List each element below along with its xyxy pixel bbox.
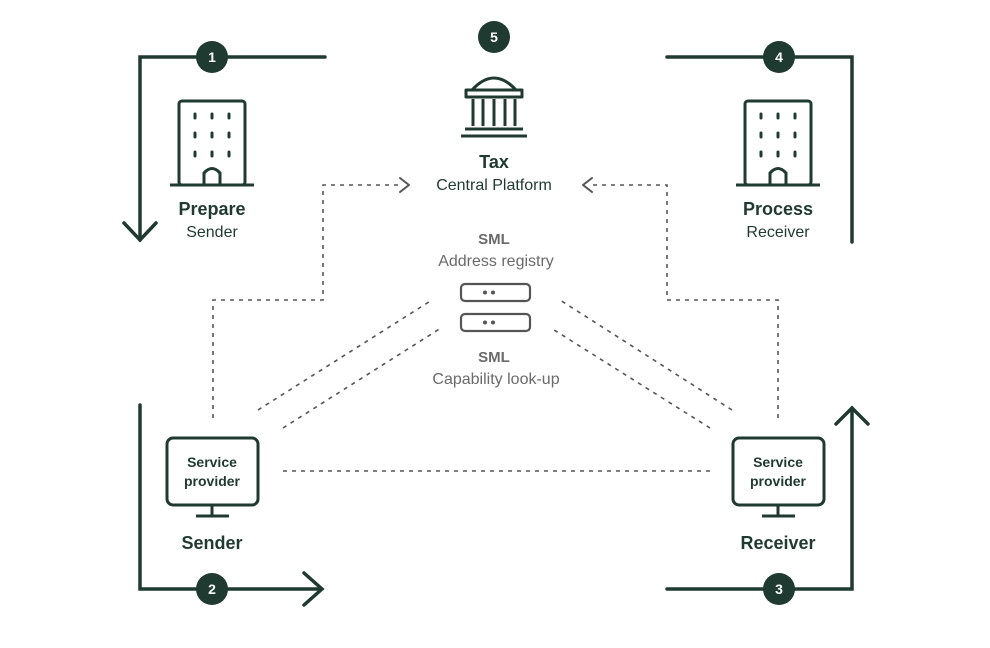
sender-sml-connector-lower bbox=[282, 327, 442, 429]
receiver-to-tax-connector bbox=[592, 184, 779, 418]
sml-lookup-subtitle: Capability look-up bbox=[432, 371, 559, 388]
prepare-subtitle: Sender bbox=[186, 224, 238, 241]
sml-registry-title: SML bbox=[478, 231, 510, 248]
server-stack-icon bbox=[459, 282, 532, 333]
dashed-connectors bbox=[212, 184, 779, 472]
process-subtitle: Receiver bbox=[746, 224, 810, 241]
step-badge-1-number: 1 bbox=[208, 49, 216, 65]
prepare-title: Prepare bbox=[178, 199, 245, 219]
prepare-building-icon bbox=[170, 99, 254, 187]
connector-arrowheads bbox=[399, 177, 593, 193]
step-badge-3: 3 bbox=[763, 573, 795, 605]
step-badge-5-number: 5 bbox=[490, 29, 498, 45]
receiver-sml-connector-lower bbox=[550, 327, 711, 429]
receiver-sp-line2: provider bbox=[750, 473, 807, 489]
process-title: Process bbox=[743, 199, 813, 219]
step-badge-2: 2 bbox=[196, 573, 228, 605]
tax-title: Tax bbox=[479, 152, 509, 172]
sender-label: Sender bbox=[181, 533, 242, 553]
arrowhead-left-icon bbox=[582, 177, 593, 193]
receiver-sp-line1: Service bbox=[753, 454, 803, 470]
step-badge-4-number: 4 bbox=[775, 49, 783, 65]
step4-arrow bbox=[665, 55, 854, 244]
sml-registry-subtitle: Address registry bbox=[438, 253, 554, 270]
step-badge-4: 4 bbox=[763, 41, 795, 73]
sender-sp-line2: provider bbox=[184, 473, 241, 489]
step-badge-2-number: 2 bbox=[208, 581, 216, 597]
sml-lookup-title: SML bbox=[478, 349, 510, 366]
step3-arrowhead-icon bbox=[834, 405, 870, 426]
tax-subtitle: Central Platform bbox=[436, 177, 552, 194]
step-badge-5: 5 bbox=[478, 21, 510, 53]
step2-arrow bbox=[138, 403, 322, 591]
step3-arrow bbox=[665, 406, 854, 591]
arrowhead-right-icon bbox=[399, 177, 410, 193]
sender-sp-line1: Service bbox=[187, 454, 237, 470]
step-badge-1: 1 bbox=[196, 41, 228, 73]
receiver-monitor-icon bbox=[731, 436, 826, 518]
process-building-icon bbox=[736, 99, 820, 187]
receiver-sml-connector-upper bbox=[559, 299, 733, 411]
sender-monitor-icon bbox=[165, 436, 260, 518]
step-arrows bbox=[122, 55, 870, 607]
receiver-label: Receiver bbox=[740, 533, 815, 553]
step1-arrow bbox=[138, 55, 327, 242]
sender-to-tax-connector bbox=[212, 184, 400, 418]
step1-arrowhead-icon bbox=[122, 221, 158, 243]
sender-sml-connector-upper bbox=[257, 299, 433, 411]
step2-arrowhead-icon bbox=[302, 571, 325, 607]
government-building-icon bbox=[461, 76, 527, 138]
step-badge-3-number: 3 bbox=[775, 581, 783, 597]
